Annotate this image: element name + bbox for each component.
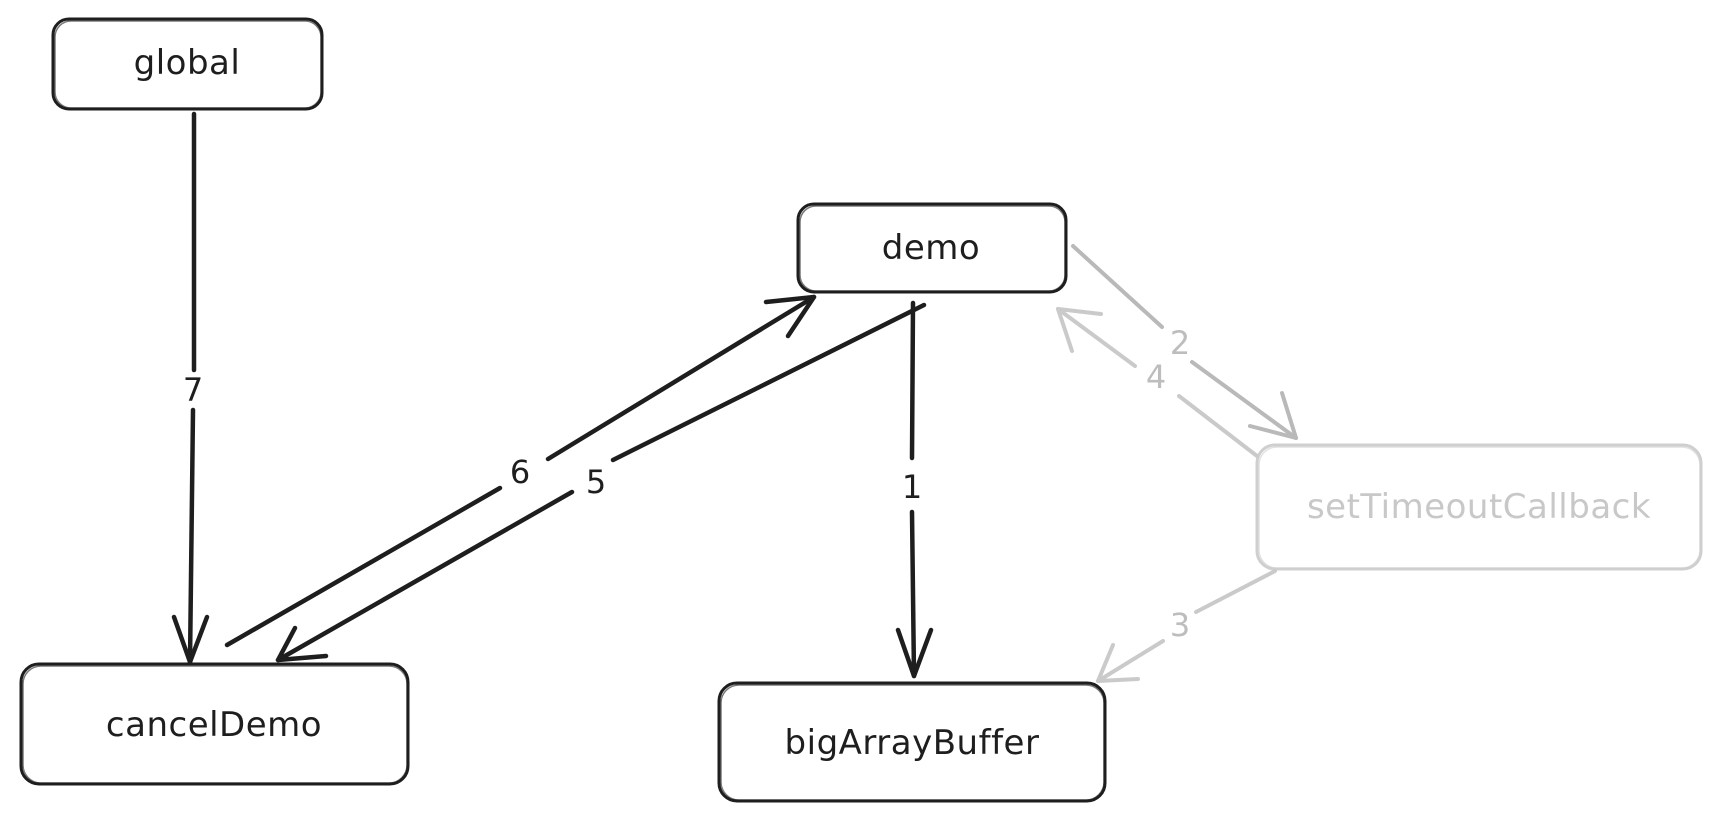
- edge-4-label: 4: [1146, 358, 1166, 396]
- node-big-array-buffer-label: bigArrayBuffer: [785, 723, 1040, 763]
- edge-6: 6: [224, 294, 817, 648]
- node-set-timeout-callback-label: setTimeoutCallback: [1307, 487, 1651, 527]
- edge-1-label: 1: [902, 468, 922, 506]
- node-cancel-demo[interactable]: cancelDemo: [19, 662, 410, 786]
- edge-5-label: 5: [586, 463, 606, 501]
- edge-3: 3: [1096, 569, 1277, 683]
- edge-2: 2: [1071, 244, 1298, 440]
- node-demo[interactable]: demo: [796, 202, 1068, 294]
- node-global[interactable]: global: [51, 17, 324, 111]
- edge-2-label: 2: [1170, 324, 1190, 362]
- edge-6-label: 6: [510, 453, 530, 491]
- edge-5: 5: [275, 302, 927, 663]
- edge-7: 7: [171, 111, 210, 665]
- edge-1: 1: [895, 300, 934, 679]
- node-set-timeout-callback[interactable]: setTimeoutCallback: [1255, 443, 1703, 571]
- node-global-label: global: [134, 43, 241, 83]
- node-big-array-buffer[interactable]: bigArrayBuffer: [717, 681, 1107, 803]
- node-cancel-demo-label: cancelDemo: [106, 705, 322, 745]
- node-demo-label: demo: [882, 228, 980, 268]
- edge-3-label: 3: [1170, 606, 1190, 644]
- edge-7-label: 7: [183, 371, 203, 409]
- edge-4: 4: [1056, 307, 1259, 458]
